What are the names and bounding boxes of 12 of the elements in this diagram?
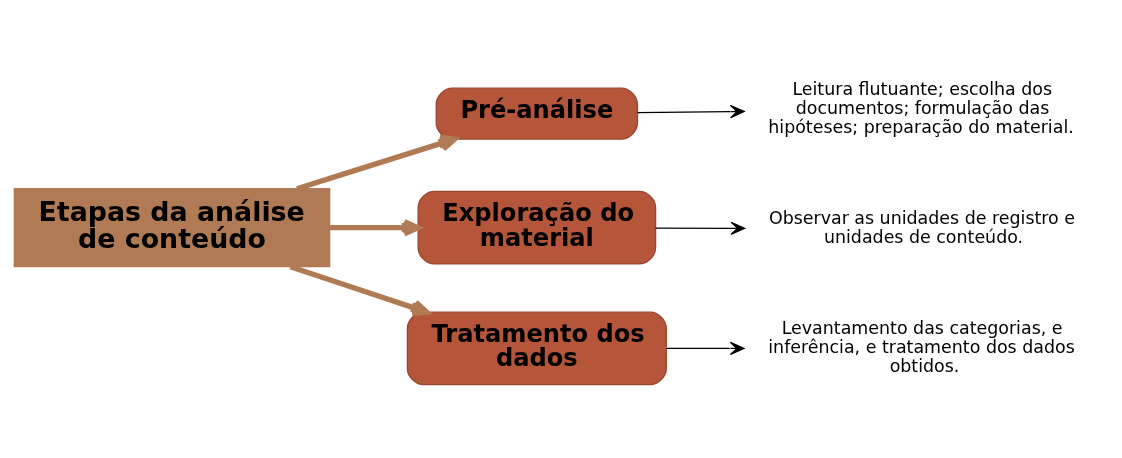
node-text: Observar as unidades de registro e unidades de conteúdo. <box>768 208 1076 247</box>
node-box: Etapas da análise de conteúdo <box>13 188 331 268</box>
arrow <box>666 341 745 356</box>
node-box: Exploração do material <box>417 190 657 265</box>
node-box: Pré-análise <box>435 87 639 140</box>
node-text: Levantamento das categorias, e inferência, e tratamento dos dados obtidos. <box>768 318 1075 376</box>
arrow <box>655 221 746 236</box>
arrow <box>289 264 430 317</box>
arrow <box>330 218 421 237</box>
node-text: Leitura flutuante; escolha dos documentos; formulação das hipóteses; preparação do material. <box>768 79 1074 137</box>
arrow <box>637 104 745 119</box>
node-box: Tratamento dos dados <box>406 311 667 386</box>
